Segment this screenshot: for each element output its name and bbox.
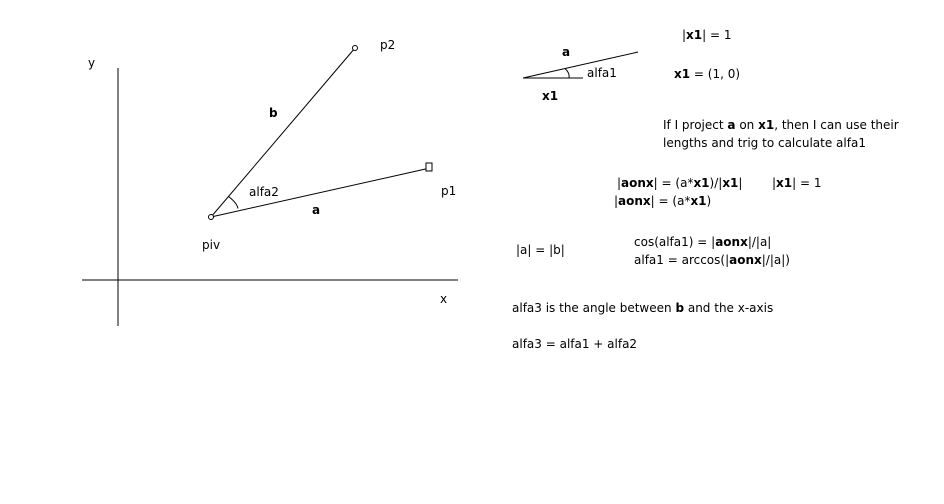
small-x1-label: x1 bbox=[542, 89, 559, 103]
cos-equation: cos(alfa1) = |aonx|/|a| bbox=[634, 235, 772, 249]
a-equals-b-note: |a| = |b| bbox=[516, 243, 565, 257]
x1-definition-note: x1 = (1, 0) bbox=[674, 67, 741, 81]
piv-marker bbox=[208, 214, 214, 220]
p1-marker bbox=[425, 162, 433, 172]
b-label: b bbox=[269, 106, 278, 120]
vector-b-line bbox=[210, 47, 356, 218]
piv-label: piv bbox=[202, 238, 221, 252]
x-axis-label: x bbox=[440, 292, 448, 306]
aonx-equation-2: |aonx| = (a*x1) bbox=[614, 194, 712, 208]
a-label: a bbox=[312, 203, 321, 217]
x1-norm-note: |x1| = 1 bbox=[682, 28, 732, 42]
p2-label: p2 bbox=[380, 38, 396, 52]
x1-norm-note-2: |x1| = 1 bbox=[772, 176, 822, 190]
alfa3-equation: alfa3 = alfa1 + alfa2 bbox=[512, 337, 638, 351]
alfa1-label: alfa1 bbox=[587, 66, 617, 80]
y-axis-label: y bbox=[88, 56, 96, 70]
arccos-equation: alfa1 = arccos(|aonx|/|a|) bbox=[634, 253, 790, 267]
p1-label: p1 bbox=[441, 184, 457, 198]
small-a-label: a bbox=[562, 45, 571, 59]
alfa3-description: alfa3 is the angle between b and the x-a… bbox=[512, 301, 774, 315]
small-a-line bbox=[522, 51, 639, 79]
vector-a-line bbox=[210, 167, 431, 218]
p2-marker bbox=[352, 45, 358, 51]
alfa2-label: alfa2 bbox=[249, 185, 279, 199]
projection-note-line2: lengths and trig to calculate alfa1 bbox=[663, 136, 866, 150]
alfa1-arc bbox=[564, 68, 570, 79]
alfa2-arc bbox=[228, 196, 239, 209]
aonx-equation-1: |aonx| = (a*x1)/|x1| bbox=[617, 176, 743, 190]
projection-note-line1: If I project a on x1, then I can use the… bbox=[663, 118, 899, 132]
